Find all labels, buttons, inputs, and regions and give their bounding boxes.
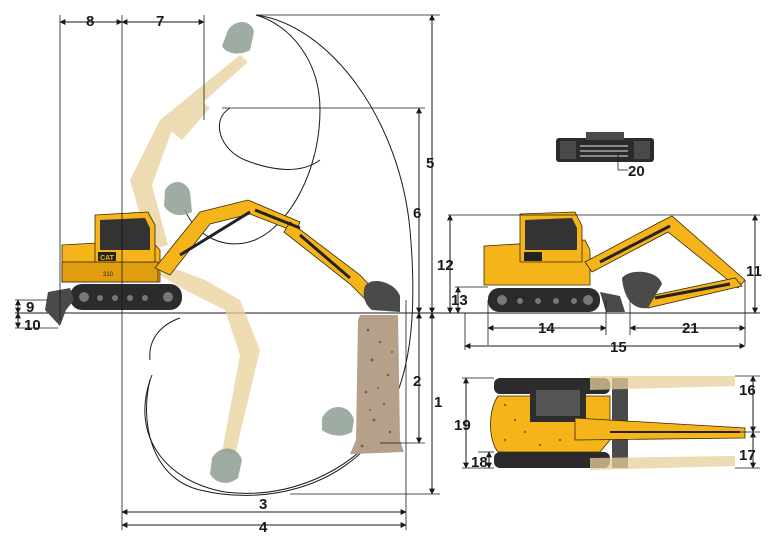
dim-label-7: 7 [156, 13, 164, 30]
ghost-bucket-mid [164, 181, 192, 216]
trench-soil [350, 315, 404, 454]
track-right [488, 288, 600, 312]
dim-label-1: 1 [434, 394, 442, 411]
ghost-bucket-top [222, 21, 254, 54]
bucket-right [622, 271, 662, 309]
dim-label-15: 15 [610, 339, 627, 356]
track-top-right [494, 452, 610, 468]
dim-label-8: 8 [86, 13, 94, 30]
dim-label-2: 2 [413, 373, 421, 390]
top-view [462, 375, 760, 470]
ghost-arm-raised [130, 55, 248, 250]
dim-label-20: 20 [628, 163, 645, 180]
dim-label-12: 12 [437, 257, 454, 274]
rear-view [556, 132, 654, 171]
dim-label-13: 13 [451, 292, 468, 309]
dim-label-16: 16 [739, 382, 756, 399]
dim-label-9: 9 [26, 299, 34, 316]
soil-speckles [360, 328, 393, 448]
working-range-view: CAT 310 [15, 14, 760, 530]
dim-label-5: 5 [426, 155, 434, 172]
dim-label-11: 11 [746, 263, 762, 280]
dim-label-3: 3 [259, 496, 267, 513]
boom-right [584, 215, 746, 289]
dimension-labels: 1 2 3 4 5 6 7 8 9 10 11 12 13 14 15 16 1… [24, 13, 762, 536]
dim-label-10: 10 [24, 317, 41, 334]
ghost-bucket-bottom [210, 448, 242, 483]
reach-envelope-small [218, 107, 321, 170]
dozer-blade [45, 288, 74, 326]
reach-envelope-left [149, 317, 181, 361]
dozer-blade-right [600, 292, 625, 312]
dim-label-14: 14 [538, 320, 555, 337]
transport-side-view [447, 211, 760, 350]
dim-label-4: 4 [259, 519, 268, 536]
dim-label-19: 19 [454, 417, 471, 434]
ghost-boom-top-right [590, 456, 735, 470]
dim-label-21: 21 [682, 320, 699, 337]
dim-label-17: 17 [739, 447, 756, 464]
bucket [363, 281, 400, 312]
track [70, 284, 182, 310]
excavator-side-left: CAT 310 [45, 199, 400, 326]
boom-top [574, 417, 746, 441]
dim-label-18: 18 [471, 454, 488, 471]
ghost-arm-lowered [160, 265, 260, 455]
brand-logo: CAT [100, 255, 115, 262]
reach-envelope-lower [144, 374, 381, 494]
ghost-bucket-trench [322, 406, 354, 436]
reach-envelope-inner [184, 14, 321, 245]
model-badge: 310 [103, 272, 114, 278]
ghost-boom-top-left [590, 376, 735, 390]
dim-label-6: 6 [413, 205, 421, 222]
